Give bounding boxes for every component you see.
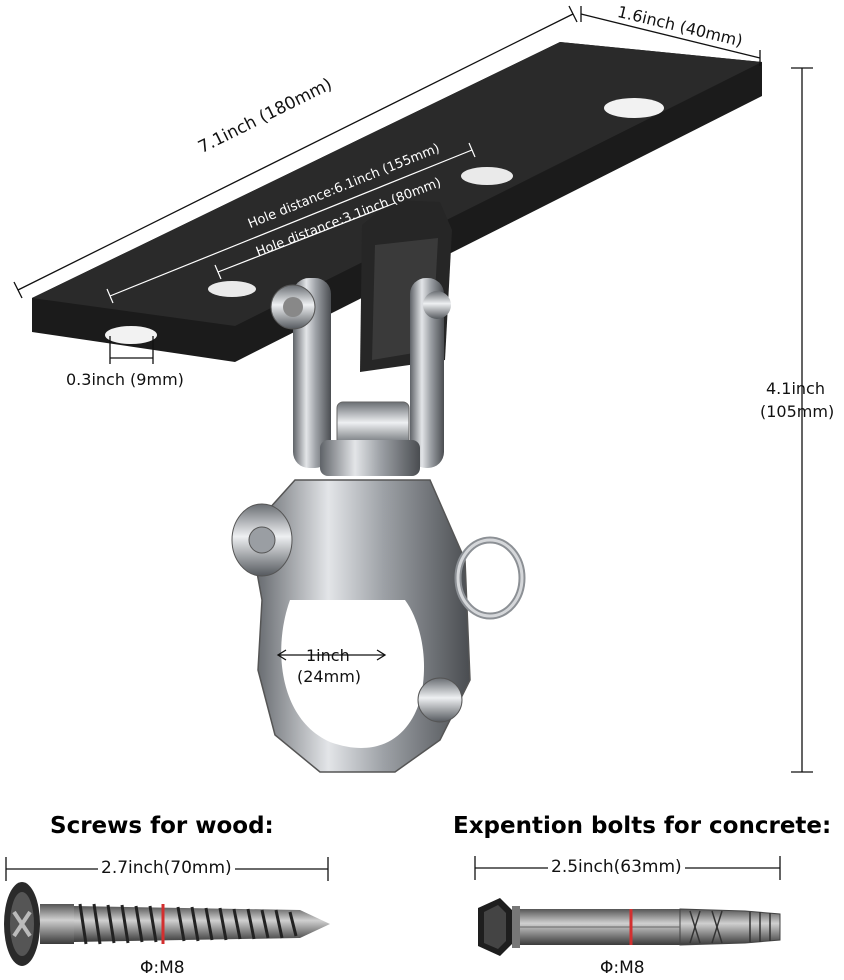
expansion-bolt [478, 898, 781, 956]
snap-opening-inch-label: 1inch [306, 646, 350, 665]
plate-hole-3 [208, 281, 256, 297]
height-mm-label: (105mm) [760, 402, 835, 421]
swivel-bracket [270, 200, 452, 476]
screws-title: Screws for wood: [50, 813, 274, 839]
bolts-title: Expention bolts for concrete: [453, 813, 832, 839]
height-dimension [791, 67, 813, 773]
bolt-diameter-label: Φ:M8 [600, 958, 645, 978]
plate-width-dimension [580, 6, 761, 66]
plate-length-dimension [13, 5, 578, 299]
hole-distance-inner-dimension [214, 202, 396, 280]
screw-diameter-label: Φ:M8 [140, 958, 185, 978]
plate-hole-4 [105, 326, 157, 344]
bolt-length-label: 2.5inch(63mm) [548, 857, 685, 877]
snap-shackle [231, 479, 526, 773]
height-inch-label: 4.1inch [766, 379, 825, 398]
snap-opening-mm-label: (24mm) [297, 667, 362, 686]
screw-length-label: 2.7inch(70mm) [98, 858, 235, 878]
hole-diameter-label: 0.3inch (9mm) [66, 370, 184, 389]
plate-hole-2 [461, 167, 513, 185]
snap-opening-dimension [276, 649, 387, 661]
hole-distance-outer-dimension [106, 142, 476, 304]
wood-screw [4, 882, 330, 966]
plate-hole-1 [604, 98, 664, 118]
hole-diameter-dimension [109, 336, 154, 364]
